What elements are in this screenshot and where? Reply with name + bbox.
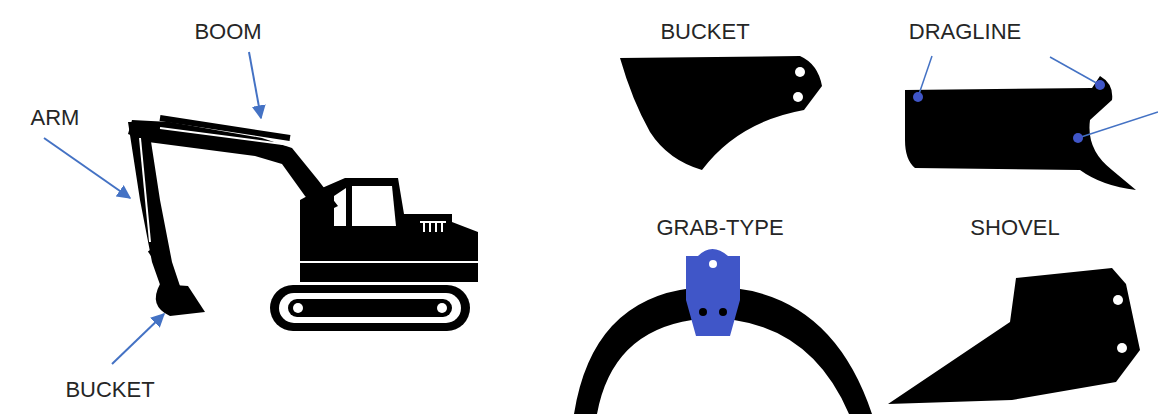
excavator (128, 118, 478, 331)
attachment-title: SHOVEL (970, 216, 1059, 240)
attachment-title: BUCKET (660, 20, 749, 44)
bucket-attachment (620, 56, 822, 170)
leader-arrow (249, 52, 261, 118)
dragline-attachment (905, 56, 1158, 190)
attachment-title: GRAB-TYPE (656, 216, 783, 240)
part-label: BUCKET (65, 378, 154, 402)
leader-arrow (44, 138, 130, 198)
shovel-attachment (888, 268, 1140, 404)
leader-arrow (112, 314, 164, 364)
attachment-title: DRAGLINE (909, 20, 1021, 44)
part-label: BOOM (194, 20, 261, 44)
grab-attachment (574, 249, 872, 414)
part-label: ARM (31, 106, 80, 130)
